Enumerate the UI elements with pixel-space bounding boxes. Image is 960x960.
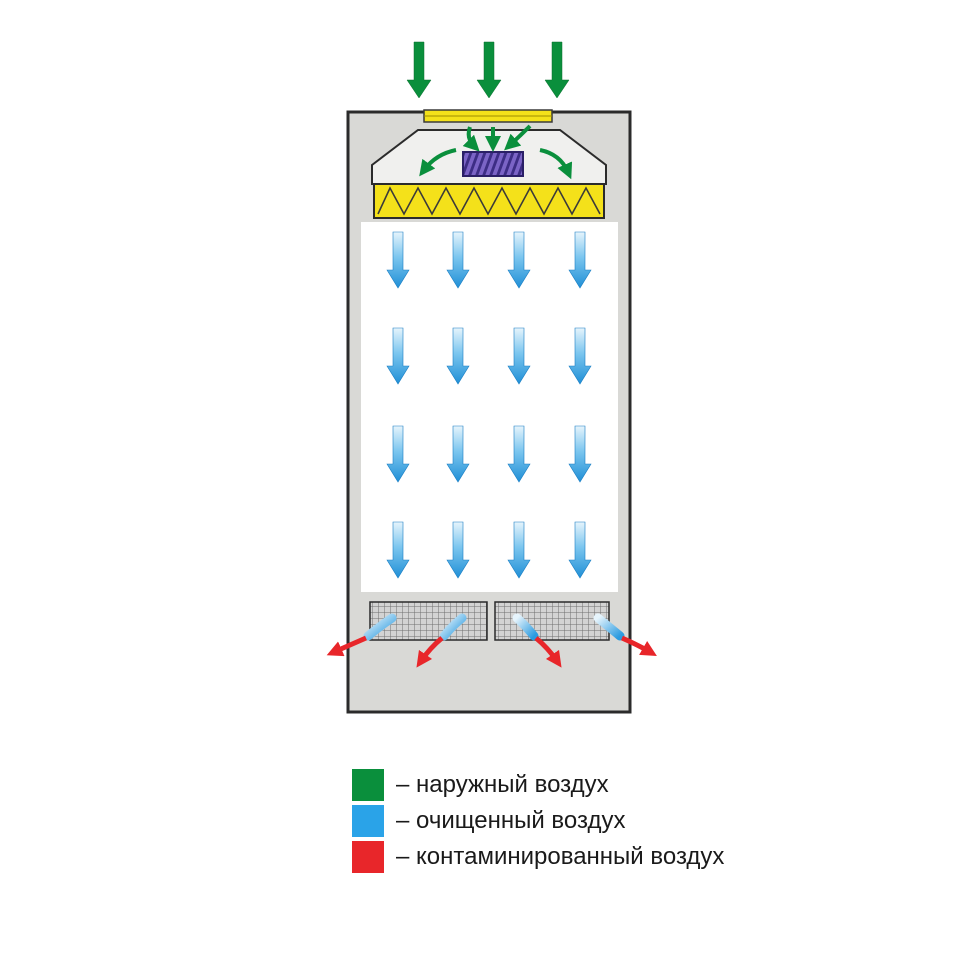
contaminated-air-arrow <box>620 635 657 657</box>
filter-pleats <box>377 186 601 216</box>
clean-air-arrow <box>386 425 410 483</box>
fan-icon <box>462 151 524 177</box>
legend-label: – наружный воздух <box>396 771 609 798</box>
clean-air-arrow <box>507 521 531 579</box>
green-square-icon <box>352 769 384 801</box>
outside-air-arrows <box>406 41 570 99</box>
clean-air-arrow <box>446 231 470 289</box>
legend-label: – очищенный воздух <box>396 807 626 834</box>
clean-air-downflow <box>386 231 592 579</box>
green-flow-arrow <box>504 124 532 151</box>
clean-air-arrow <box>568 425 592 483</box>
outside-air-arrow <box>476 41 502 99</box>
clean-air-arrow <box>446 327 470 385</box>
contaminated-air-arrow <box>416 636 444 668</box>
clean-air-arrow <box>568 231 592 289</box>
exhaust-grille-right <box>494 601 610 641</box>
clean-air-arrow <box>446 425 470 483</box>
clean-air-arrow <box>507 425 531 483</box>
clean-air-arrow <box>568 327 592 385</box>
blue-square-icon <box>352 805 384 837</box>
green-flow-arrow <box>419 148 457 177</box>
clean-air-arrow <box>446 521 470 579</box>
legend-item-outside-air: – наружный воздух <box>352 769 724 801</box>
legend-item-clean-air: – очищенный воздух <box>352 805 724 837</box>
clean-air-arrow <box>568 521 592 579</box>
green-flow-arrow <box>462 126 480 152</box>
outside-air-arrow <box>406 41 432 99</box>
legend-label: – контаминированный воздух <box>396 843 725 870</box>
red-square-icon <box>352 841 384 873</box>
clean-air-arrow <box>386 521 410 579</box>
legend: – наружный воздух – очищенный воздух – к… <box>352 769 725 878</box>
contaminated-air-arrow <box>326 635 368 657</box>
contaminated-air-arrow <box>534 636 562 668</box>
exhaust-flows <box>326 613 657 668</box>
clean-air-arrow <box>386 231 410 289</box>
clean-air-arrow <box>507 327 531 385</box>
legend-item-contaminated-air: – контаминированный воздух <box>352 841 725 873</box>
green-flow-arrow <box>539 148 573 180</box>
outside-air-arrow <box>544 41 570 99</box>
clean-air-arrow <box>386 327 410 385</box>
clean-air-arrow <box>507 231 531 289</box>
